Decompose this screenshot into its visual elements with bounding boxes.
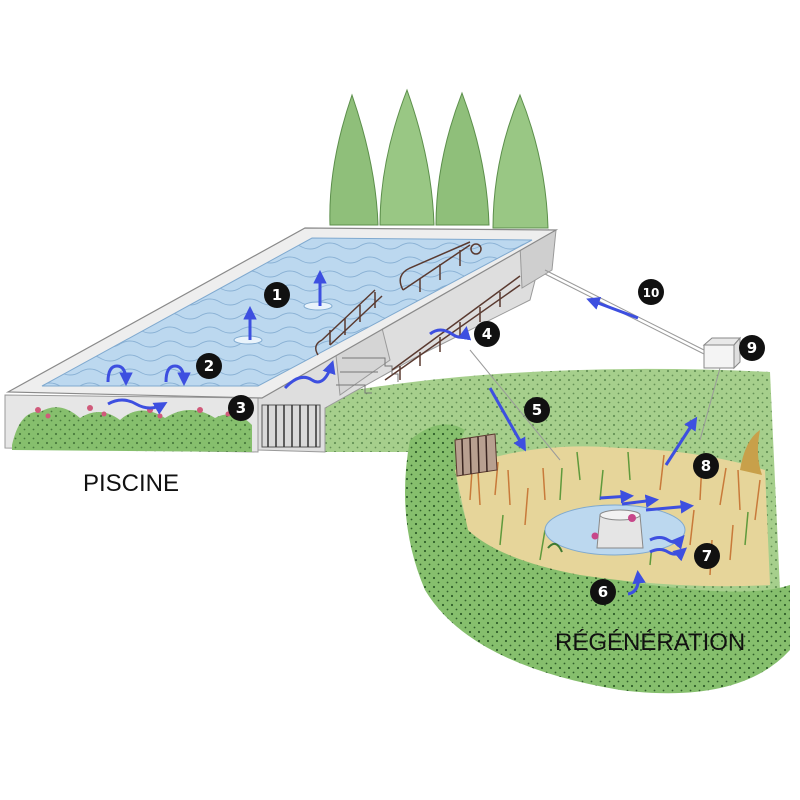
pool-label: PISCINE: [83, 470, 179, 497]
drain-grille-pool: [261, 404, 321, 448]
cypress-trees: [329, 88, 549, 229]
drain-grille-garden: [454, 433, 498, 477]
garden-hedge: [405, 424, 790, 694]
marker-1: 1: [264, 282, 290, 308]
pool-railings: [315, 241, 521, 381]
marker-1-label: 1: [272, 286, 282, 304]
marker-3-label: 3: [236, 399, 246, 417]
marker-6-label: 6: [598, 583, 608, 601]
marker-9-label: 9: [747, 339, 757, 357]
regeneration-pond: [544, 504, 686, 556]
marker-5: 5: [524, 397, 550, 423]
marker-4-label: 4: [482, 325, 492, 343]
marker-7-label: 7: [702, 547, 712, 565]
marker-7: 7: [694, 543, 720, 569]
marker-8: 8: [693, 453, 719, 479]
marker-3: 3: [228, 395, 254, 421]
marker-2-label: 2: [204, 357, 214, 375]
marker-10-label: 10: [643, 286, 660, 300]
marker-8-label: 8: [701, 457, 711, 475]
marker-5-label: 5: [532, 401, 542, 419]
flow-arrows: [106, 269, 698, 596]
marker-4: 4: [474, 321, 500, 347]
marker-2: 2: [196, 353, 222, 379]
pump-house: [702, 336, 742, 370]
pool-plant-border: [12, 405, 252, 452]
marker-10: 10: [638, 279, 664, 305]
marker-6: 6: [590, 579, 616, 605]
regeneration-label: RÉGÉNÉRATION: [555, 629, 745, 656]
marker-9: 9: [739, 335, 765, 361]
